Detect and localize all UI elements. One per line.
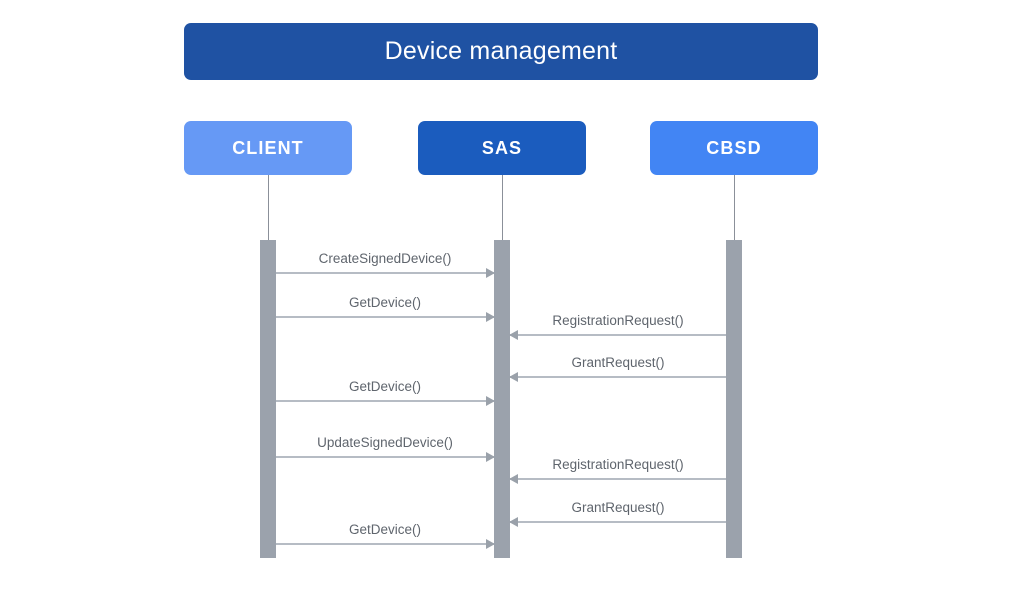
arrow-left-icon [509,330,518,340]
message-line [276,272,494,274]
arrow-right-icon [486,312,495,322]
activation-bar-cbsd [726,240,742,558]
message-label: CreateSignedDevice() [318,251,452,266]
lifeline-sas [502,175,503,240]
participant-client-label: CLIENT [232,137,304,158]
message-line [276,316,494,318]
diagram-title: Device management [384,37,618,65]
message-line [510,334,726,336]
arrow-left-icon [509,372,518,382]
message-label: GetDevice() [348,522,421,537]
participant-cbsd-label: CBSD [706,137,762,158]
message-label: GrantRequest() [571,355,665,370]
lifeline-client [268,175,269,240]
message-line [276,400,494,402]
participant-sas[interactable]: SAS [418,121,586,175]
arrow-left-icon [509,517,518,527]
participant-sas-label: SAS [481,137,523,158]
message-line [510,376,726,378]
message-line [510,478,726,480]
arrow-right-icon [486,452,495,462]
message-label: UpdateSignedDevice() [317,435,453,450]
message-line [276,456,494,458]
message-label: GetDevice() [348,379,421,394]
message-line [276,543,494,545]
message-label: GrantRequest() [571,500,665,515]
arrow-right-icon [486,268,495,278]
message-label: RegistrationRequest() [552,457,684,472]
participant-cbsd[interactable]: CBSD [650,121,818,175]
message-line [510,521,726,523]
diagram-title-banner: Device management [184,23,818,80]
message-label: RegistrationRequest() [552,313,684,328]
arrow-left-icon [509,474,518,484]
participant-client[interactable]: CLIENT [184,121,352,175]
lifeline-cbsd [734,175,735,240]
message-label: GetDevice() [348,295,421,310]
activation-bar-sas [494,240,510,558]
arrow-right-icon [486,539,495,549]
activation-bar-client [260,240,276,558]
arrow-right-icon [486,396,495,406]
